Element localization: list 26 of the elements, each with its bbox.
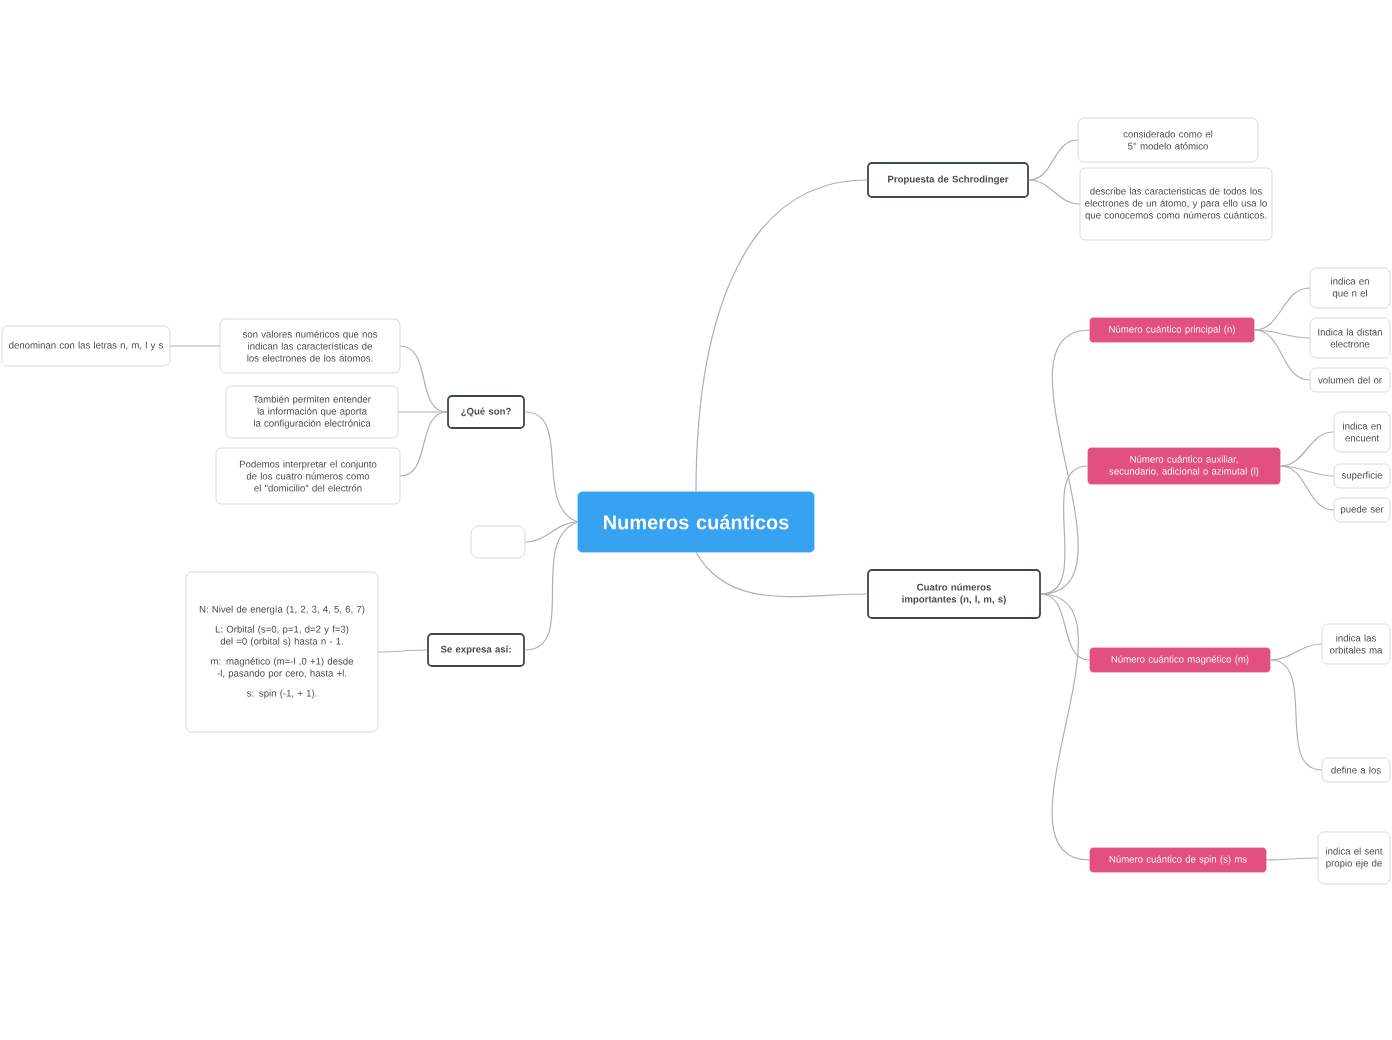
connector [399,345,448,413]
connector [695,551,868,598]
connector [1040,593,1091,861]
connector [1253,287,1311,331]
connector [1040,465,1089,595]
connector [524,521,579,543]
connector [1279,465,1335,477]
connector [695,179,868,493]
connector [1040,593,1091,661]
connector [397,411,448,413]
connector [1279,465,1335,511]
central-topic: Numeros cuánticos [577,491,815,553]
connector [1028,179,1081,205]
connector [1279,431,1335,467]
connector [1253,329,1311,339]
connector [1028,139,1079,181]
connector [1265,857,1319,861]
connector [1269,659,1323,771]
connector [377,649,428,653]
empty-box [470,525,526,559]
connector [399,411,448,477]
connector [524,411,579,523]
connector [524,521,579,651]
connector [169,345,221,347]
connector [1253,329,1311,381]
connector [1269,643,1323,661]
